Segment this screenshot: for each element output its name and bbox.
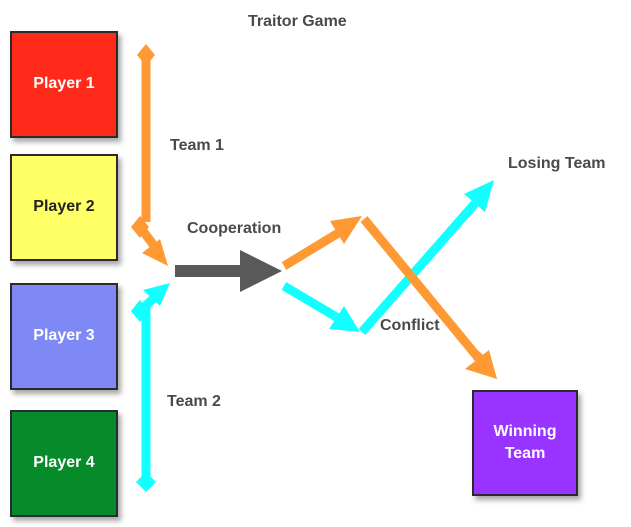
winning-team-box: Winning Team [472, 390, 578, 496]
team2-conflict-arrow [281, 282, 360, 332]
winning-team-arrow [360, 216, 497, 379]
team1-diamond-top [137, 44, 155, 66]
player-3-label: Player 3 [33, 327, 95, 345]
team1-conflict-arrow [281, 216, 362, 270]
losing-team-label: Losing Team [508, 155, 606, 172]
player-2-box: Player 2 [10, 154, 118, 261]
conflict-label: Conflict [380, 317, 440, 334]
player-4-box: Player 4 [10, 410, 118, 517]
cooperation-label: Cooperation [187, 220, 282, 237]
team2-arrow [131, 283, 170, 492]
diagram-title: Traitor Game [248, 13, 347, 30]
team-1-label: Team 1 [170, 137, 224, 154]
player-4-label: Player 4 [33, 454, 95, 472]
player-1-label: Player 1 [33, 75, 95, 93]
team1-arrow [131, 44, 168, 266]
player-2-label: Player 2 [33, 198, 95, 216]
player-1-box: Player 1 [10, 31, 118, 138]
winning-team-label: Winning Team [493, 422, 557, 462]
team2-diamond-bottom [136, 472, 156, 492]
losing-team-arrow [358, 180, 494, 335]
team-2-label: Team 2 [167, 393, 221, 410]
player-3-box: Player 3 [10, 283, 118, 390]
cooperation-arrow [175, 250, 282, 292]
